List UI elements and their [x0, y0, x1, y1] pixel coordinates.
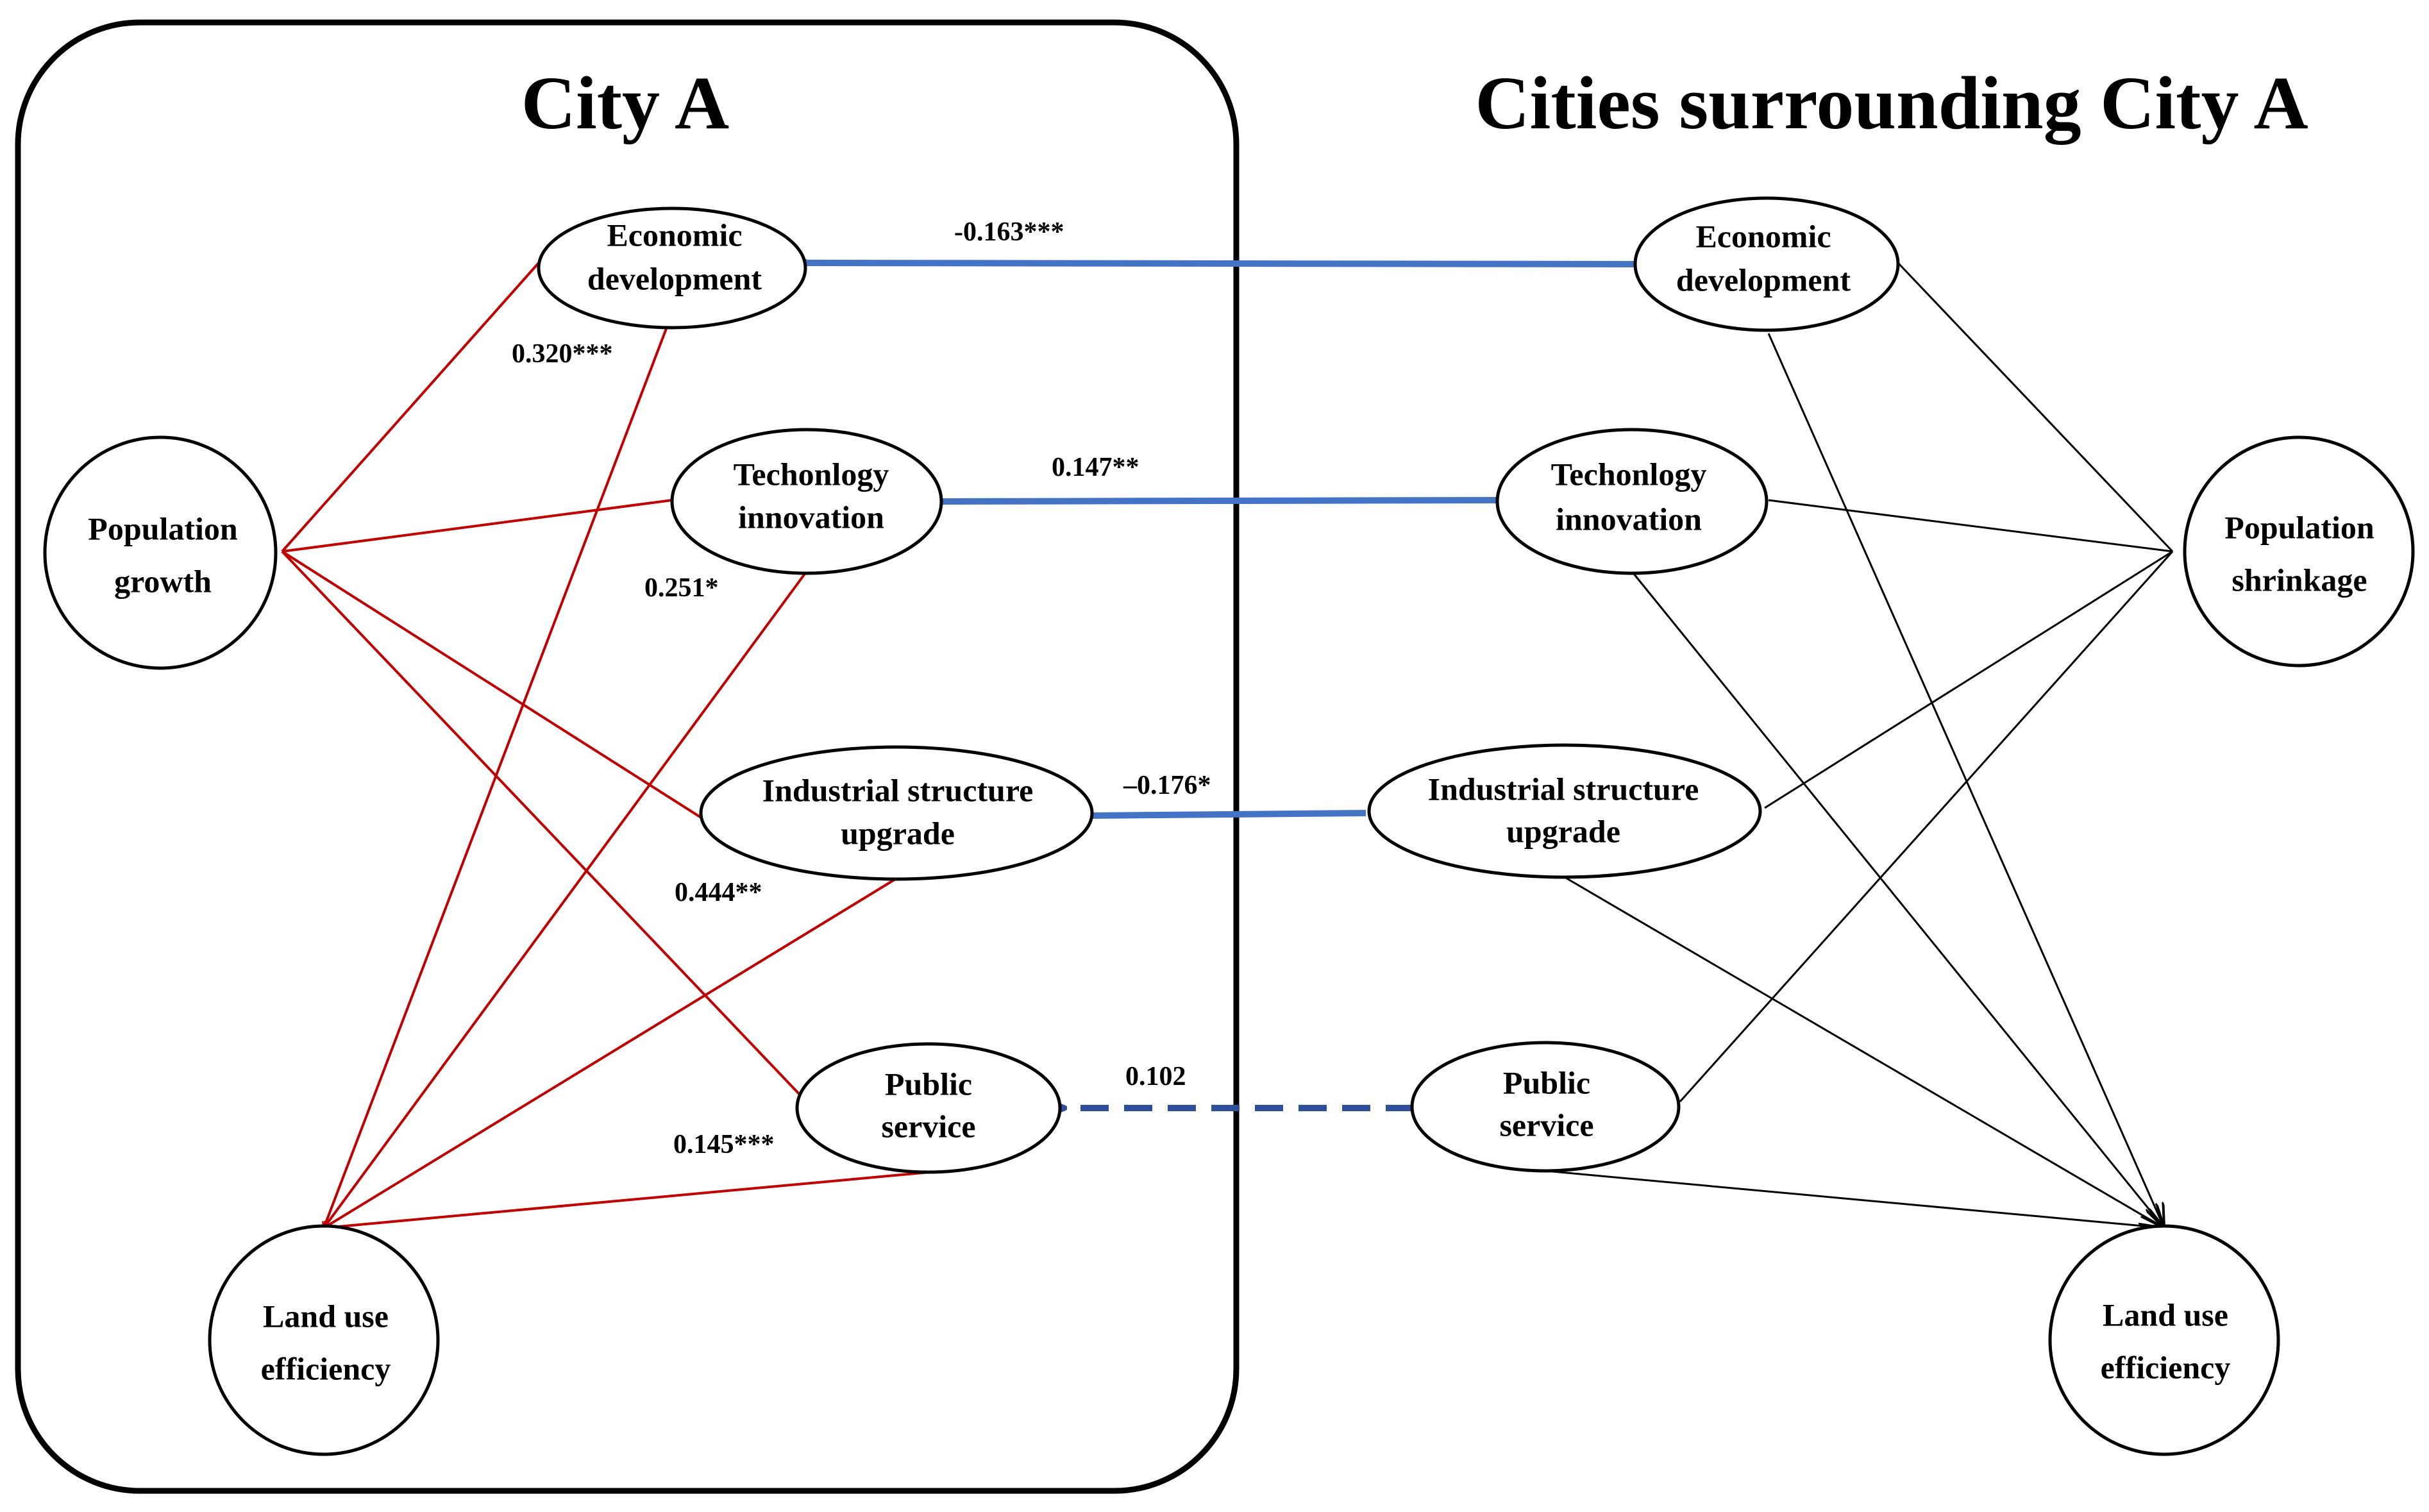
svg-text:shrinkage: shrinkage: [2231, 562, 2367, 598]
coef-tech-to-land: 0.251*: [644, 573, 719, 603]
edge-popgrowth-pub: [281, 550, 803, 1098]
edge-s-econ-land: [1767, 333, 2164, 1228]
svg-text:upgrade: upgrade: [1506, 813, 1620, 849]
city-a-boundary: [15, 19, 1240, 1494]
svg-text:Industrial structure: Industrial structure: [1428, 771, 1699, 807]
node-population-growth: Population growth: [43, 435, 278, 670]
coef-spillover-pub: 0.102: [1125, 1062, 1186, 1091]
svg-text:Techonlogy: Techonlogy: [734, 456, 889, 492]
svg-text:growth: growth: [114, 563, 212, 599]
svg-text:upgrade: upgrade: [841, 815, 955, 851]
svg-text:innovation: innovation: [1556, 501, 1702, 537]
city-a-title: City A: [521, 61, 730, 145]
edge-s-ind-land: [1564, 876, 2164, 1228]
edge-s-tech-land: [1633, 573, 2164, 1228]
svg-text:Land use: Land use: [263, 1298, 389, 1334]
svg-text:Public: Public: [885, 1066, 972, 1102]
spillover-tech-arrow: [943, 500, 1500, 501]
surrounding-cities-title: Cities surrounding City A: [1475, 61, 2308, 145]
svg-text:efficiency: efficiency: [2101, 1349, 2231, 1385]
svg-text:Population: Population: [88, 510, 238, 546]
svg-text:Economic: Economic: [1695, 218, 1831, 254]
node-s-industrial-structure: Industrial structure upgrade: [1367, 743, 1762, 879]
svg-text:development: development: [1676, 262, 1851, 298]
edge-s-econ-popshrink: [1897, 262, 2174, 553]
spillover-econ-arrow: [808, 263, 1636, 264]
node-population-shrinkage: Population shrinkage: [2183, 435, 2415, 668]
svg-text:Land use: Land use: [2103, 1297, 2228, 1332]
node-industrial-structure: Industrial structure upgrade: [699, 745, 1094, 881]
edge-s-ind-popshrink: [1764, 550, 2173, 809]
edge-s-pub-land: [1545, 1170, 2164, 1228]
node-s-economic-development: Economic development: [1633, 196, 1900, 332]
edge-pub-land: [324, 1171, 930, 1228]
coef-spillover-econ: -0.163***: [954, 217, 1064, 247]
svg-text:efficiency: efficiency: [261, 1350, 391, 1386]
svg-text:Population: Population: [2224, 509, 2374, 545]
node-land-use-efficiency: Land use efficiency: [208, 1224, 440, 1456]
edge-econ-land: [324, 326, 668, 1228]
svg-text:service: service: [1499, 1107, 1593, 1143]
node-economic-development: Economic development: [537, 206, 807, 330]
svg-text:development: development: [587, 260, 762, 296]
spillover-ind-arrow: [1091, 813, 1366, 816]
node-s-public-service: Public service: [1410, 1041, 1681, 1173]
edge-tech-land: [324, 573, 806, 1228]
node-technology-innovation: Techonlogy innovation: [670, 428, 943, 575]
coef-pub-to-land: 0.145***: [673, 1130, 775, 1159]
edge-popgrowth-ind: [281, 550, 705, 821]
svg-text:service: service: [881, 1108, 975, 1144]
svg-text:Techonlogy: Techonlogy: [1551, 456, 1707, 492]
node-s-land-use-efficiency: Land use efficiency: [2048, 1224, 2280, 1456]
svg-text:Public: Public: [1503, 1064, 1590, 1100]
coef-spillover-ind: –0.176*: [1123, 771, 1211, 800]
edge-s-tech-popshrink: [1768, 499, 2173, 553]
coef-ind-to-land: 0.444**: [675, 878, 762, 907]
node-s-technology-innovation: Techonlogy innovation: [1495, 428, 1769, 575]
svg-text:innovation: innovation: [738, 499, 884, 535]
svg-text:Economic: Economic: [607, 217, 742, 253]
node-public-service: Public service: [795, 1042, 1062, 1174]
coef-spillover-tech: 0.147**: [1052, 453, 1139, 482]
svg-text:Industrial structure: Industrial structure: [762, 772, 1034, 808]
edge-popgrowth-econ: [281, 262, 540, 553]
coef-econ-to-land: 0.320***: [512, 339, 613, 369]
edge-popgrowth-tech: [282, 499, 673, 553]
edge-s-pub-popshrink: [1679, 550, 2174, 1103]
edge-ind-land: [324, 877, 898, 1228]
